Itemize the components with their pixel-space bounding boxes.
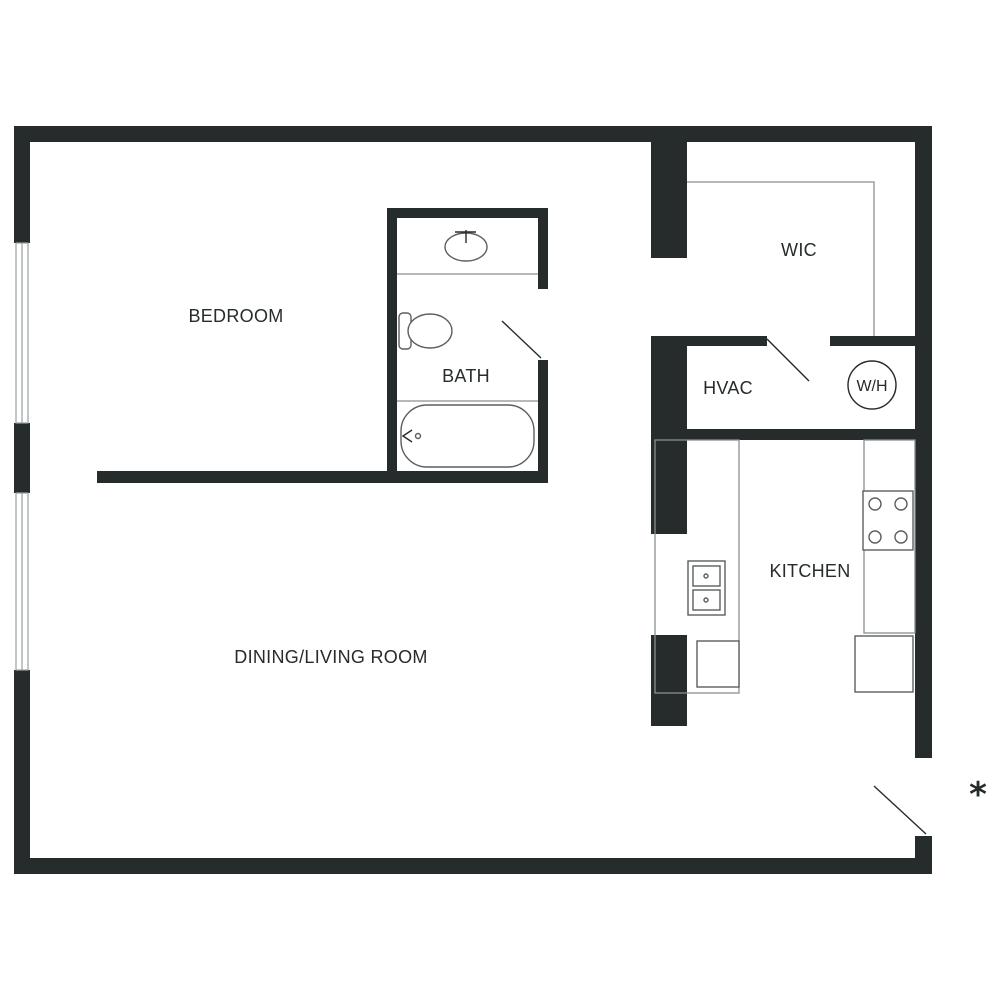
wic-shelf <box>687 181 875 336</box>
dishwasher-icon <box>696 640 740 688</box>
kitchen-left-wall-lower <box>651 635 687 726</box>
hvac-top-wall-left <box>651 336 767 346</box>
wic-label: WIC <box>781 240 817 260</box>
water-heater-label: W/H <box>856 378 887 395</box>
bath-top-wall <box>387 208 548 218</box>
hvac-door <box>766 338 810 382</box>
right-exterior-wall <box>915 126 932 758</box>
windows <box>15 242 29 671</box>
right-exterior-wall-stub <box>915 836 932 874</box>
bathtub-icon <box>400 404 535 468</box>
bath-left-wall <box>387 208 397 483</box>
bath-right-wall-lower <box>538 360 548 483</box>
bath-right-wall-upper <box>538 208 548 289</box>
top-exterior-wall <box>14 126 932 142</box>
exterior-walls <box>14 126 932 874</box>
left-exterior-wall-upper <box>14 126 30 243</box>
bath-label: BATH <box>442 366 490 386</box>
room-labels: BEDROOM BATH WIC HVAC KITCHEN DINING/LIV… <box>188 240 987 815</box>
hvac-top-wall-right <box>830 336 932 346</box>
dining-living-label: DINING/LIVING ROOM <box>234 647 427 667</box>
interior-walls <box>97 126 932 726</box>
doors <box>501 320 927 835</box>
hvac-bottom-wall <box>651 429 932 440</box>
bottom-exterior-wall <box>14 858 932 874</box>
bath-fixtures <box>397 230 538 468</box>
entry-door <box>873 785 927 835</box>
hvac-label: HVAC <box>703 378 753 398</box>
water-heater <box>847 360 897 410</box>
bedroom-bottom-wall <box>97 471 548 483</box>
kitchen-left-counter <box>654 439 740 694</box>
bedroom-label: BEDROOM <box>188 306 283 326</box>
left-exterior-wall-middle <box>14 423 30 493</box>
kitchen-fixtures <box>654 439 916 694</box>
refrigerator-icon <box>854 635 914 693</box>
kitchen-label: KITCHEN <box>769 561 850 581</box>
left-exterior-wall-lower <box>14 670 30 874</box>
water-heater-icon <box>847 360 897 410</box>
entry-marker: * <box>969 775 987 815</box>
wic-left-wall <box>651 126 687 258</box>
toilet-bowl-icon <box>407 313 453 349</box>
bath-door <box>501 320 542 359</box>
